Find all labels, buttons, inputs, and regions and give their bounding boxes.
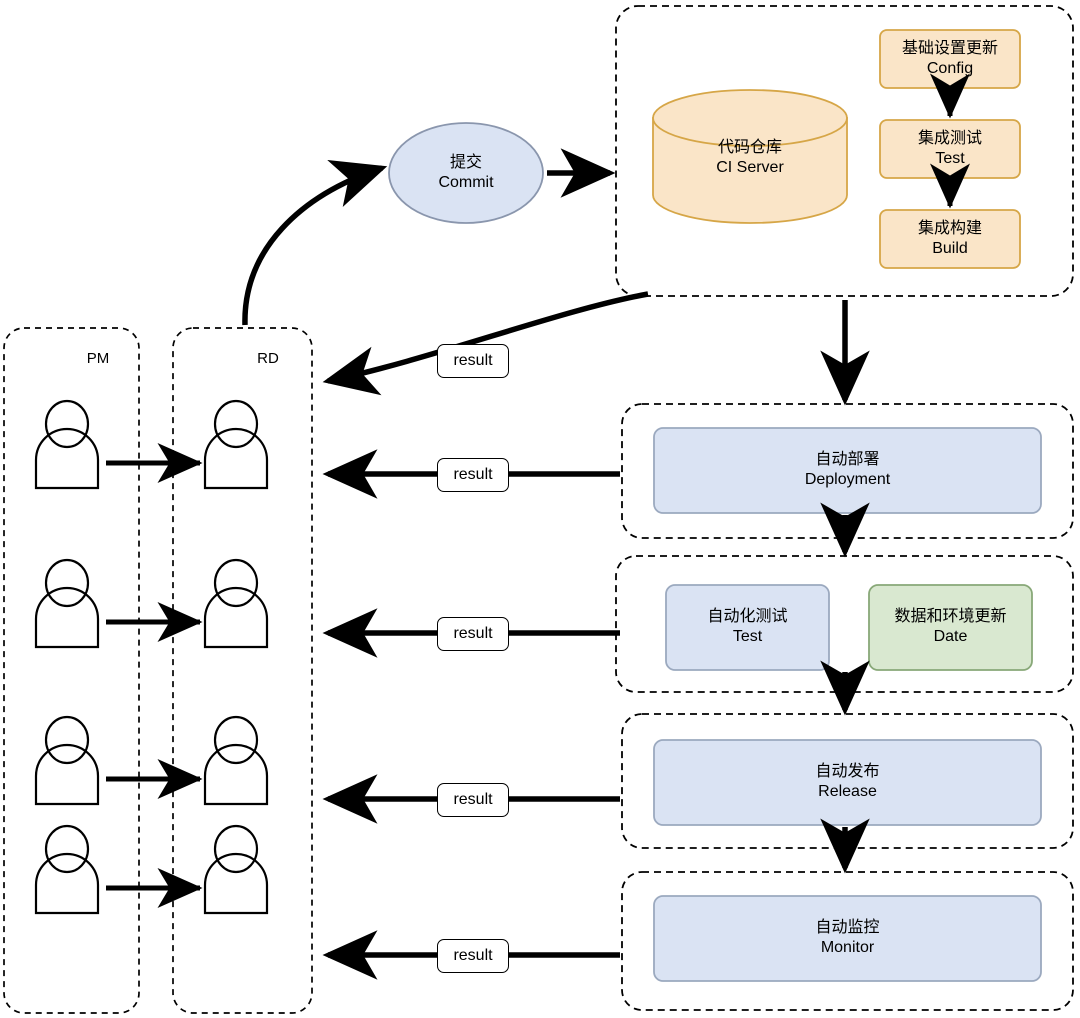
arrow-ci-result-to-rd bbox=[322, 291, 649, 396]
stage-box-release bbox=[653, 739, 1042, 826]
container-ci bbox=[615, 5, 1074, 297]
result-label-deployment: result bbox=[437, 458, 509, 492]
person-icon bbox=[203, 824, 269, 915]
ci-step-box-1 bbox=[879, 119, 1021, 179]
person-icon bbox=[203, 715, 269, 806]
ci-server-cylinder bbox=[652, 89, 848, 224]
result-label-release: result bbox=[437, 783, 509, 817]
person-group-pm bbox=[34, 399, 100, 915]
person-icon bbox=[34, 715, 100, 806]
panel-rd bbox=[172, 327, 313, 1014]
result-label-ci: result bbox=[437, 344, 509, 378]
arrow-rd-to-commit bbox=[242, 159, 388, 326]
person-icon bbox=[203, 399, 269, 490]
stage-box-deployment bbox=[653, 427, 1042, 514]
result-label-test: result bbox=[437, 617, 509, 651]
stage-box-test bbox=[665, 584, 830, 671]
stage-box-monitor bbox=[653, 895, 1042, 982]
ci-step-box-2 bbox=[879, 209, 1021, 269]
person-icon bbox=[203, 558, 269, 649]
ci-step-box-0 bbox=[879, 29, 1021, 89]
person-icon bbox=[34, 399, 100, 490]
stage-box-date bbox=[868, 584, 1033, 671]
result-label-monitor: result bbox=[437, 939, 509, 973]
commit-ellipse bbox=[388, 122, 544, 224]
person-icon bbox=[34, 558, 100, 649]
person-icon bbox=[34, 824, 100, 915]
person-group-rd bbox=[203, 399, 269, 915]
panel-pm bbox=[3, 327, 140, 1014]
